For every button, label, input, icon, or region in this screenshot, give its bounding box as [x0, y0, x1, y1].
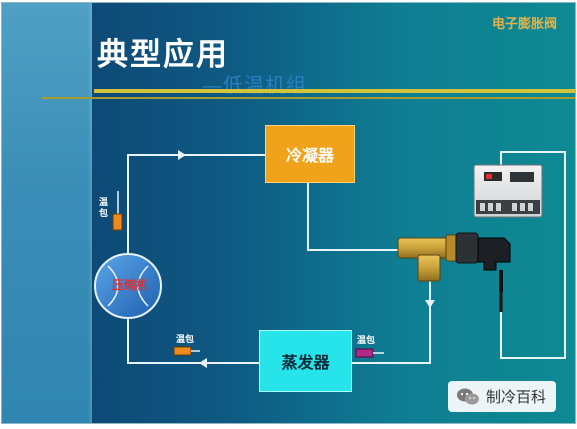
- wechat-watermark: 制冷百科: [448, 381, 557, 412]
- controller-icon: [473, 164, 543, 218]
- slide-subtitle: —低温机组: [202, 73, 307, 97]
- brand-label: 电子膨胀阀: [492, 17, 558, 32]
- pipe-valve-to-evaporator: [350, 262, 431, 364]
- bulb-right-icon: [355, 348, 384, 358]
- controller-cable: [500, 151, 566, 359]
- slide-sidebar: [2, 3, 92, 423]
- flow-arrow-down: [425, 300, 435, 308]
- wechat-icon: [457, 388, 479, 404]
- pipe-evaporator-to-compressor: [127, 318, 259, 364]
- expansion-valve-icon: [397, 232, 511, 312]
- bulb-mid-icon: [173, 346, 200, 356]
- slide-title: 典型应用: [97, 37, 229, 73]
- watermark-text: 制冷百科: [486, 388, 547, 406]
- title-rule: [94, 89, 575, 93]
- bulb-right-label: 温包: [357, 336, 376, 346]
- compressor-label: 压缩机: [111, 278, 148, 292]
- compressor-icon: [94, 253, 162, 319]
- pipe-compressor-to-condenser: [127, 154, 265, 254]
- flow-arrow-right: [178, 150, 186, 160]
- bulb-left-icon: [112, 191, 123, 231]
- evaporator-box: 蒸发器: [259, 330, 352, 392]
- title-rule-secondary: [42, 97, 575, 99]
- pipe-condenser-to-valve: [307, 181, 400, 251]
- condenser-box: 冷凝器: [265, 125, 355, 183]
- bulb-left-label: 温包: [99, 198, 109, 219]
- bulb-mid-label: 温包: [176, 335, 195, 345]
- pipe-network: [127, 151, 566, 364]
- flow-arrow-left: [199, 358, 207, 368]
